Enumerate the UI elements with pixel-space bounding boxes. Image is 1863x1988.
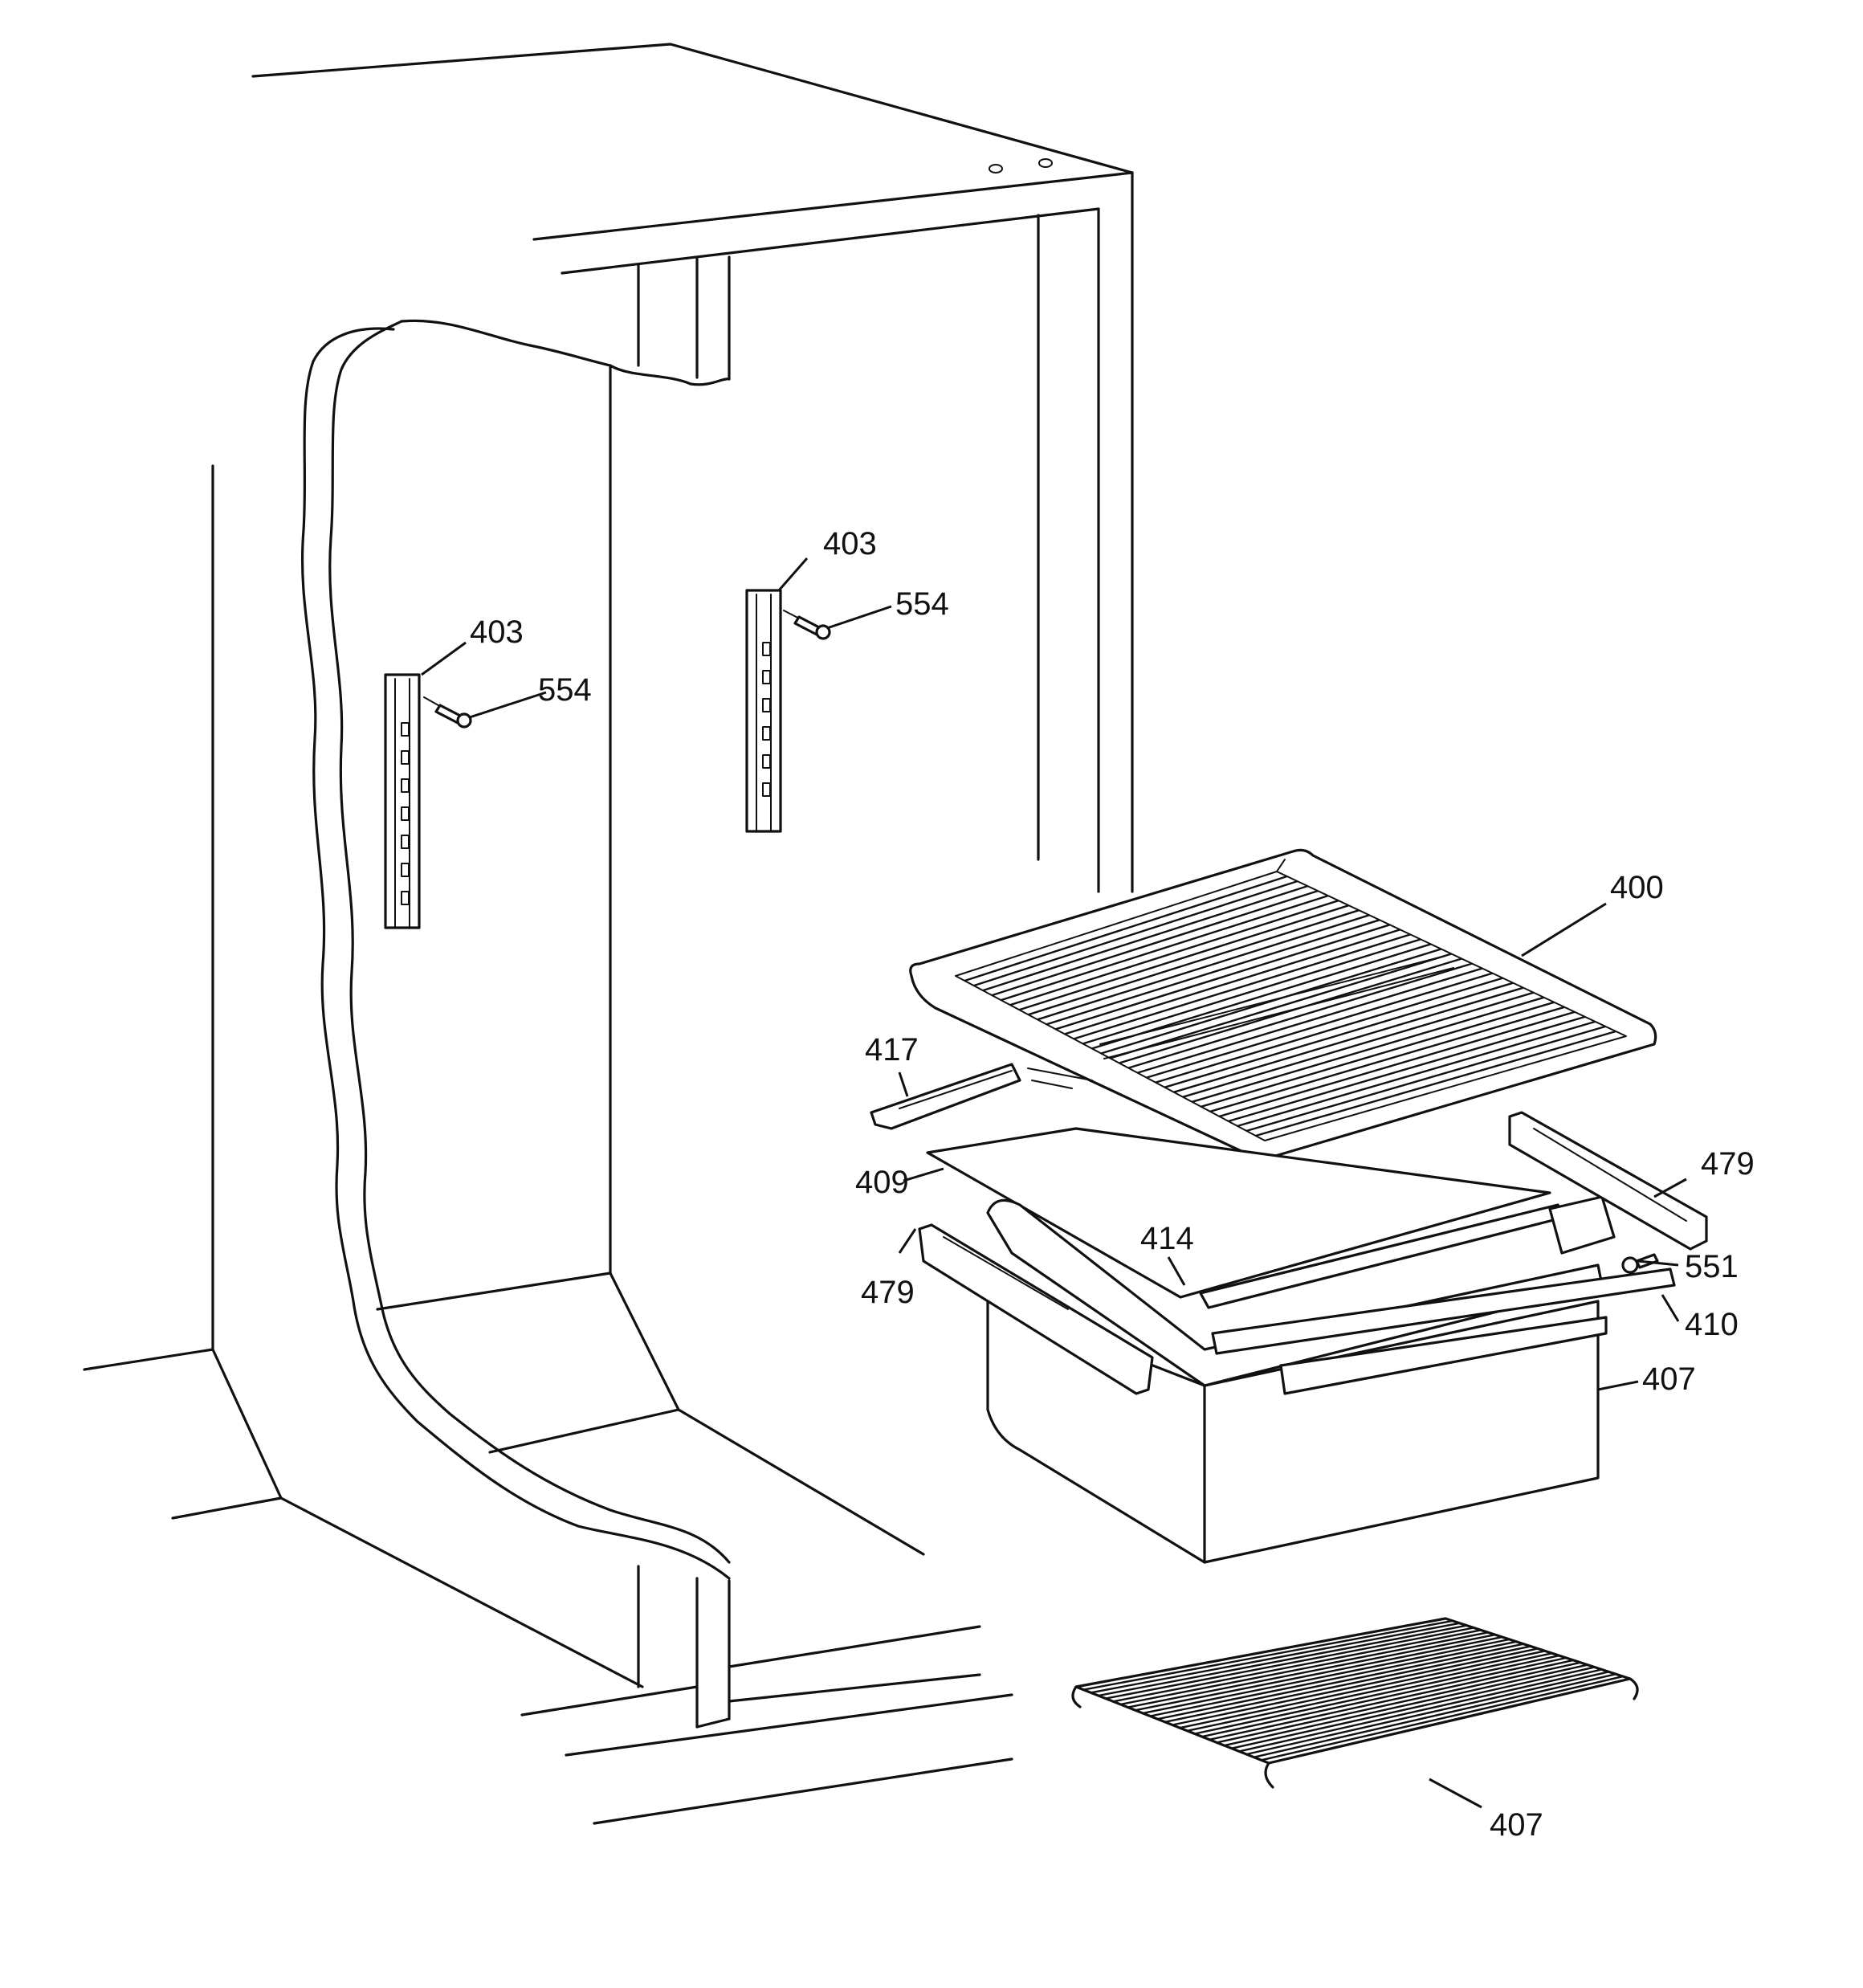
wire-bar <box>1228 1015 1586 1123</box>
wire-bar <box>1173 986 1524 1093</box>
wire-bar <box>1209 1659 1574 1741</box>
wire-bar <box>1255 1030 1616 1137</box>
wire-bar <box>1009 900 1339 1006</box>
wire-bar <box>1001 894 1329 1002</box>
wire-rack-407 <box>1071 1617 1639 1789</box>
label-407-rack: 407 <box>1490 1807 1543 1843</box>
channel-414 <box>1199 1195 1616 1309</box>
wire-bar <box>1192 996 1544 1103</box>
wire-bar <box>1105 1627 1474 1700</box>
wire-bar <box>1100 948 1442 1055</box>
label-417: 417 <box>865 1032 919 1067</box>
wire-bar <box>964 875 1288 982</box>
drawer-slide-479-right <box>1508 1111 1708 1251</box>
wire-bar <box>1119 957 1462 1064</box>
wire-bar <box>1224 1663 1588 1747</box>
wire-bar <box>1110 953 1452 1059</box>
drawer-slide-479-left <box>918 1223 1154 1395</box>
glass-cover-410 <box>1211 1268 1676 1395</box>
wire-bar <box>1164 982 1514 1088</box>
wire-bar <box>1082 1619 1453 1691</box>
wire-bar <box>1254 1673 1616 1758</box>
shelf-rail-right <box>745 589 782 833</box>
wire-bar <box>1046 919 1380 1026</box>
wire-bar <box>1090 1622 1460 1694</box>
wire-bar <box>1135 1635 1503 1712</box>
wire-bar <box>1194 1655 1559 1735</box>
wire-bar <box>1231 1666 1596 1749</box>
wire-bar <box>973 880 1298 987</box>
wire-bar <box>1209 1006 1565 1112</box>
wire-bar <box>1261 1675 1624 1761</box>
wire-bar <box>1146 972 1494 1079</box>
wire-bar <box>1055 924 1391 1031</box>
wire-bar <box>1155 977 1503 1084</box>
wire-bar <box>1246 1025 1606 1133</box>
wire-bar <box>1112 1629 1482 1703</box>
wire-bar <box>1137 967 1483 1074</box>
wire-bar <box>1120 1631 1489 1706</box>
wire-bar <box>1246 1671 1609 1756</box>
wire-bar <box>1179 1650 1546 1729</box>
wire-bar <box>1219 1010 1576 1118</box>
wire-bar <box>1201 1001 1555 1108</box>
label-479-right: 479 <box>1701 1146 1755 1182</box>
label-554-left: 554 <box>538 672 592 708</box>
wire-bar <box>991 889 1319 997</box>
label-400: 400 <box>1610 870 1664 905</box>
shelf-trim-417 <box>870 1063 1093 1130</box>
wire-bar <box>982 884 1308 992</box>
wire-bar <box>1157 1643 1524 1721</box>
callout-labels: 403 554 403 554 400 417 409 479 414 551 … <box>470 526 1755 1843</box>
wire-bar <box>1064 929 1400 1035</box>
label-409: 409 <box>855 1165 909 1200</box>
wire-bar <box>1172 1647 1539 1726</box>
wire-bar <box>1187 1652 1552 1732</box>
wire-bar <box>1127 962 1473 1069</box>
wire-bar <box>1028 909 1360 1016</box>
wire-bar <box>1237 1020 1596 1128</box>
wire-bar <box>1182 991 1535 1098</box>
label-551: 551 <box>1685 1249 1739 1284</box>
label-414: 414 <box>1140 1221 1194 1256</box>
wire-bar <box>1091 943 1432 1050</box>
wire-bar <box>1127 1634 1496 1708</box>
label-403-left: 403 <box>470 614 524 650</box>
wire-bar <box>1018 904 1349 1011</box>
wire-bar <box>1073 933 1411 1040</box>
label-479-left: 479 <box>861 1275 915 1310</box>
glass-panel-409 <box>926 1127 1551 1299</box>
wire-bar <box>1142 1638 1510 1715</box>
wire-bar <box>1217 1661 1581 1744</box>
label-403-right: 403 <box>823 526 877 561</box>
label-554-right: 554 <box>895 586 949 622</box>
label-407-pan: 407 <box>1642 1361 1696 1397</box>
screw-554-left <box>423 696 472 729</box>
wire-bar <box>1082 938 1421 1045</box>
label-410: 410 <box>1685 1307 1739 1342</box>
shelf-rail-left <box>384 673 421 929</box>
wire-shelf-400 <box>909 848 1657 1161</box>
wire-bar <box>1037 914 1370 1021</box>
cabinet-outline <box>83 43 1134 1825</box>
wire-bar <box>1098 1624 1467 1697</box>
wire-bar <box>1201 1656 1567 1738</box>
leader-lines <box>421 557 1687 1809</box>
wire-bar <box>1150 1640 1517 1717</box>
wire-bar <box>1164 1645 1531 1723</box>
wire-bar <box>1238 1668 1602 1753</box>
screw-554-right <box>783 610 831 640</box>
